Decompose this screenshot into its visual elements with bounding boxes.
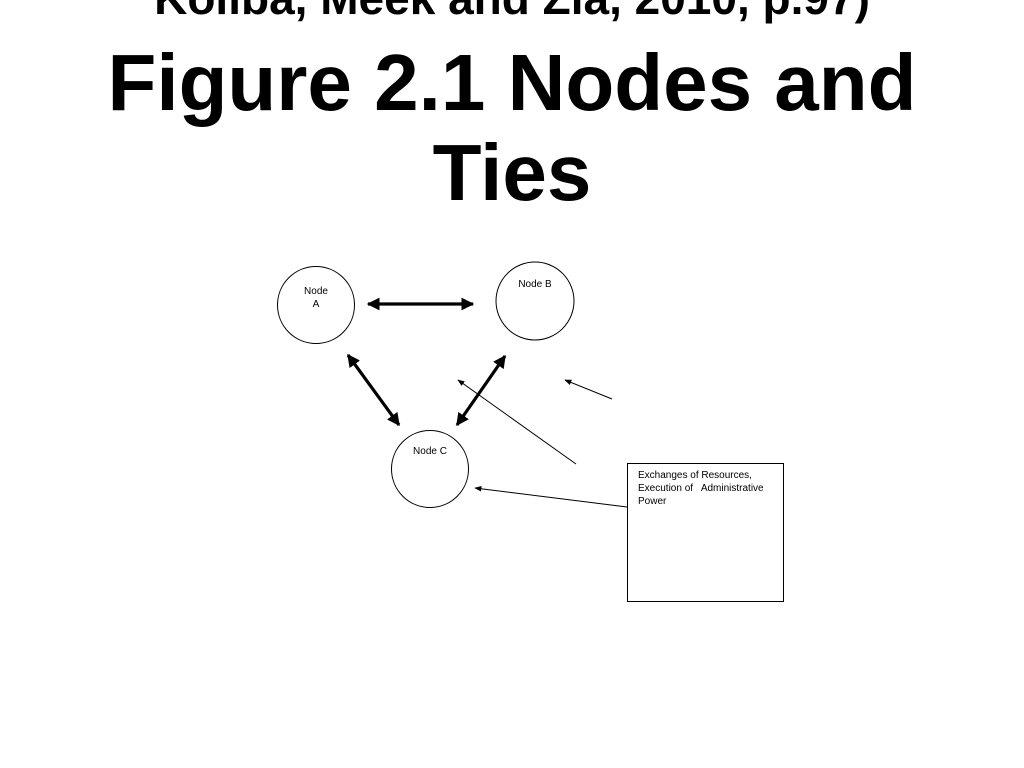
node-a-label-line-1: Node <box>304 286 328 297</box>
node-a-circle <box>277 266 355 344</box>
node-c-circle <box>391 430 469 508</box>
page-title-line-2: Ties <box>432 128 592 217</box>
pointer-to-tie-b-c-arrow <box>457 379 577 465</box>
node-a: Node A <box>277 266 355 344</box>
caption-line-2: Execution of Administrative <box>638 483 764 494</box>
node-c: Node C <box>391 430 469 508</box>
node-c-label: Node C <box>413 446 447 457</box>
title-cut-line: Koliba, Meek and Zia, 2010, p.97) <box>0 0 1024 24</box>
caption-line-3: Power <box>638 496 667 507</box>
ties-caption-box: Exchanges of Resources, Execution of Adm… <box>627 463 784 602</box>
pointer-to-node-c-arrow <box>474 486 628 508</box>
node-b-circle <box>495 261 575 341</box>
caption-line-1: Exchanges of Resources, <box>638 470 752 481</box>
tie-a-c-arrow <box>346 353 401 427</box>
page-title-line-1: Figure 2.1 Nodes and <box>107 38 917 127</box>
pointer-to-tie-a-b-arrow <box>564 379 613 400</box>
node-b: Node B <box>495 261 575 341</box>
node-a-label-line-2: A <box>313 299 320 310</box>
tie-b-c-arrow <box>455 354 507 427</box>
node-b-label: Node B <box>518 279 552 290</box>
